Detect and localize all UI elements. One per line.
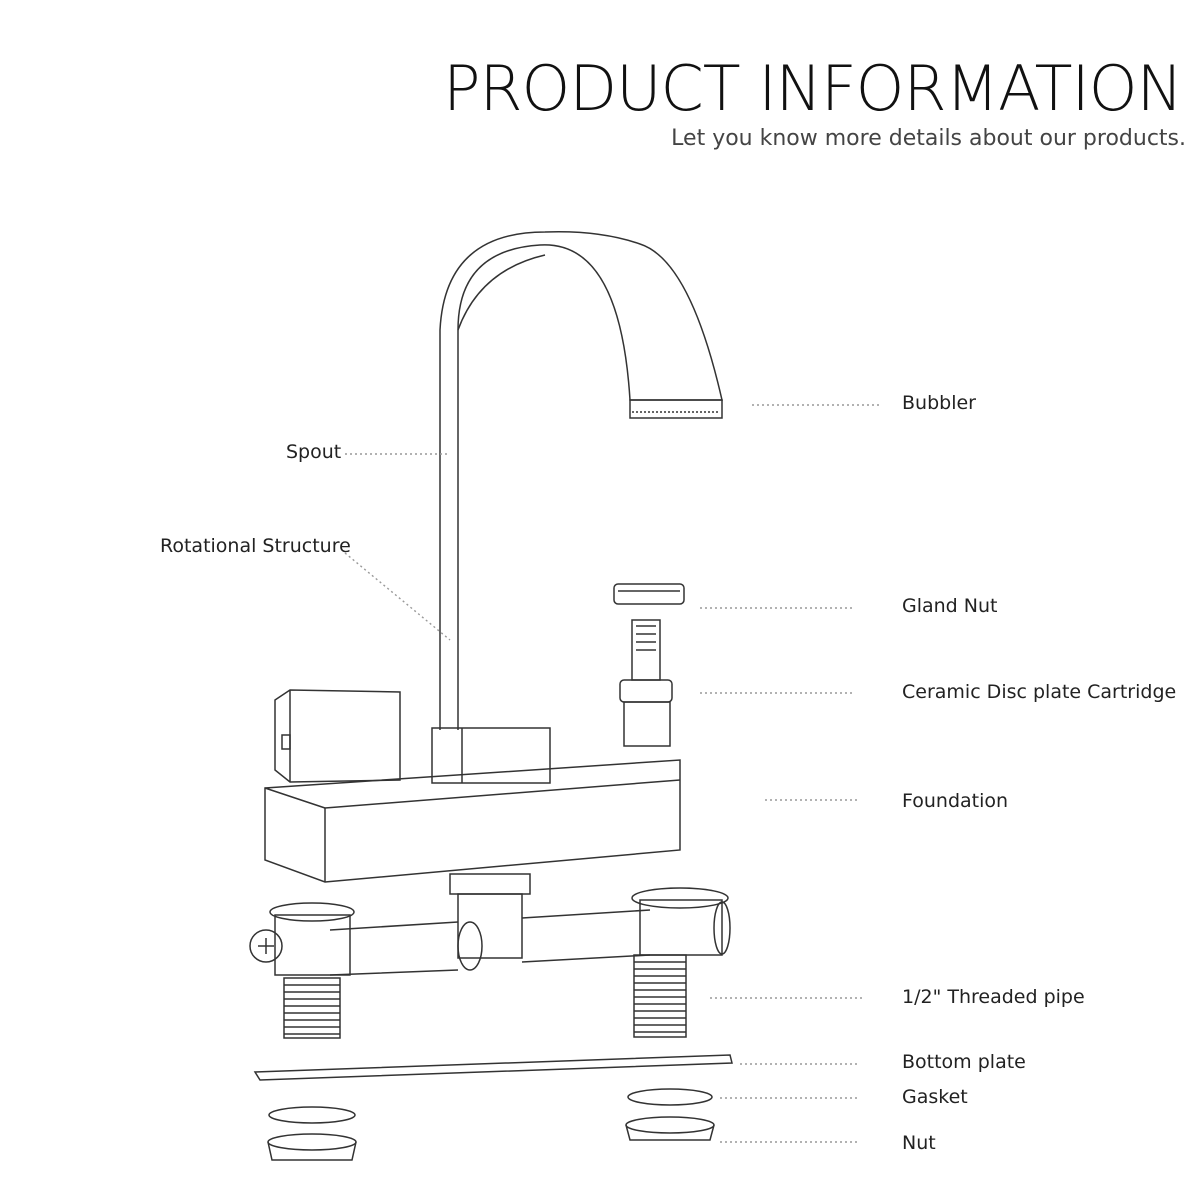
left-gasket	[268, 1106, 356, 1124]
center-thread	[449, 873, 531, 895]
bottom-plate-shape	[253, 1054, 733, 1081]
leader-lines	[344, 404, 880, 1143]
right-gasket	[627, 1088, 713, 1106]
right-threaded-pipe	[633, 954, 687, 1038]
left-threaded-pipe	[283, 977, 341, 1039]
foundation-body	[264, 759, 681, 883]
label-bubbler: Bubbler	[902, 392, 976, 414]
label-cartridge: Ceramic Disc plate Cartridge	[902, 681, 1177, 703]
right-nut	[625, 1116, 715, 1141]
label-foundation: Foundation	[902, 790, 1009, 812]
label-gasket: Gasket	[902, 1086, 968, 1108]
label-rotational-structure: Rotational Structure	[160, 535, 351, 557]
label-gland-nut: Gland Nut	[902, 595, 998, 617]
left-hex-cap	[249, 929, 283, 963]
crossbar-pipe	[329, 909, 651, 976]
label-nut: Nut	[902, 1132, 936, 1154]
label-threaded-pipe: 1/2" Threaded pipe	[902, 986, 1085, 1008]
gland-nut-shape	[613, 583, 685, 605]
left-nut	[267, 1133, 357, 1161]
label-bottom-plate: Bottom plate	[902, 1051, 1026, 1073]
label-spout: Spout	[286, 441, 342, 463]
page-subtitle: Let you know more details about our prod…	[671, 126, 1186, 151]
page-title: PRODUCT INFORMATION	[443, 52, 1183, 125]
bubbler-shape	[629, 399, 723, 419]
spout-shape	[439, 231, 723, 730]
spout-base	[431, 727, 551, 784]
handle-cube	[274, 689, 401, 783]
